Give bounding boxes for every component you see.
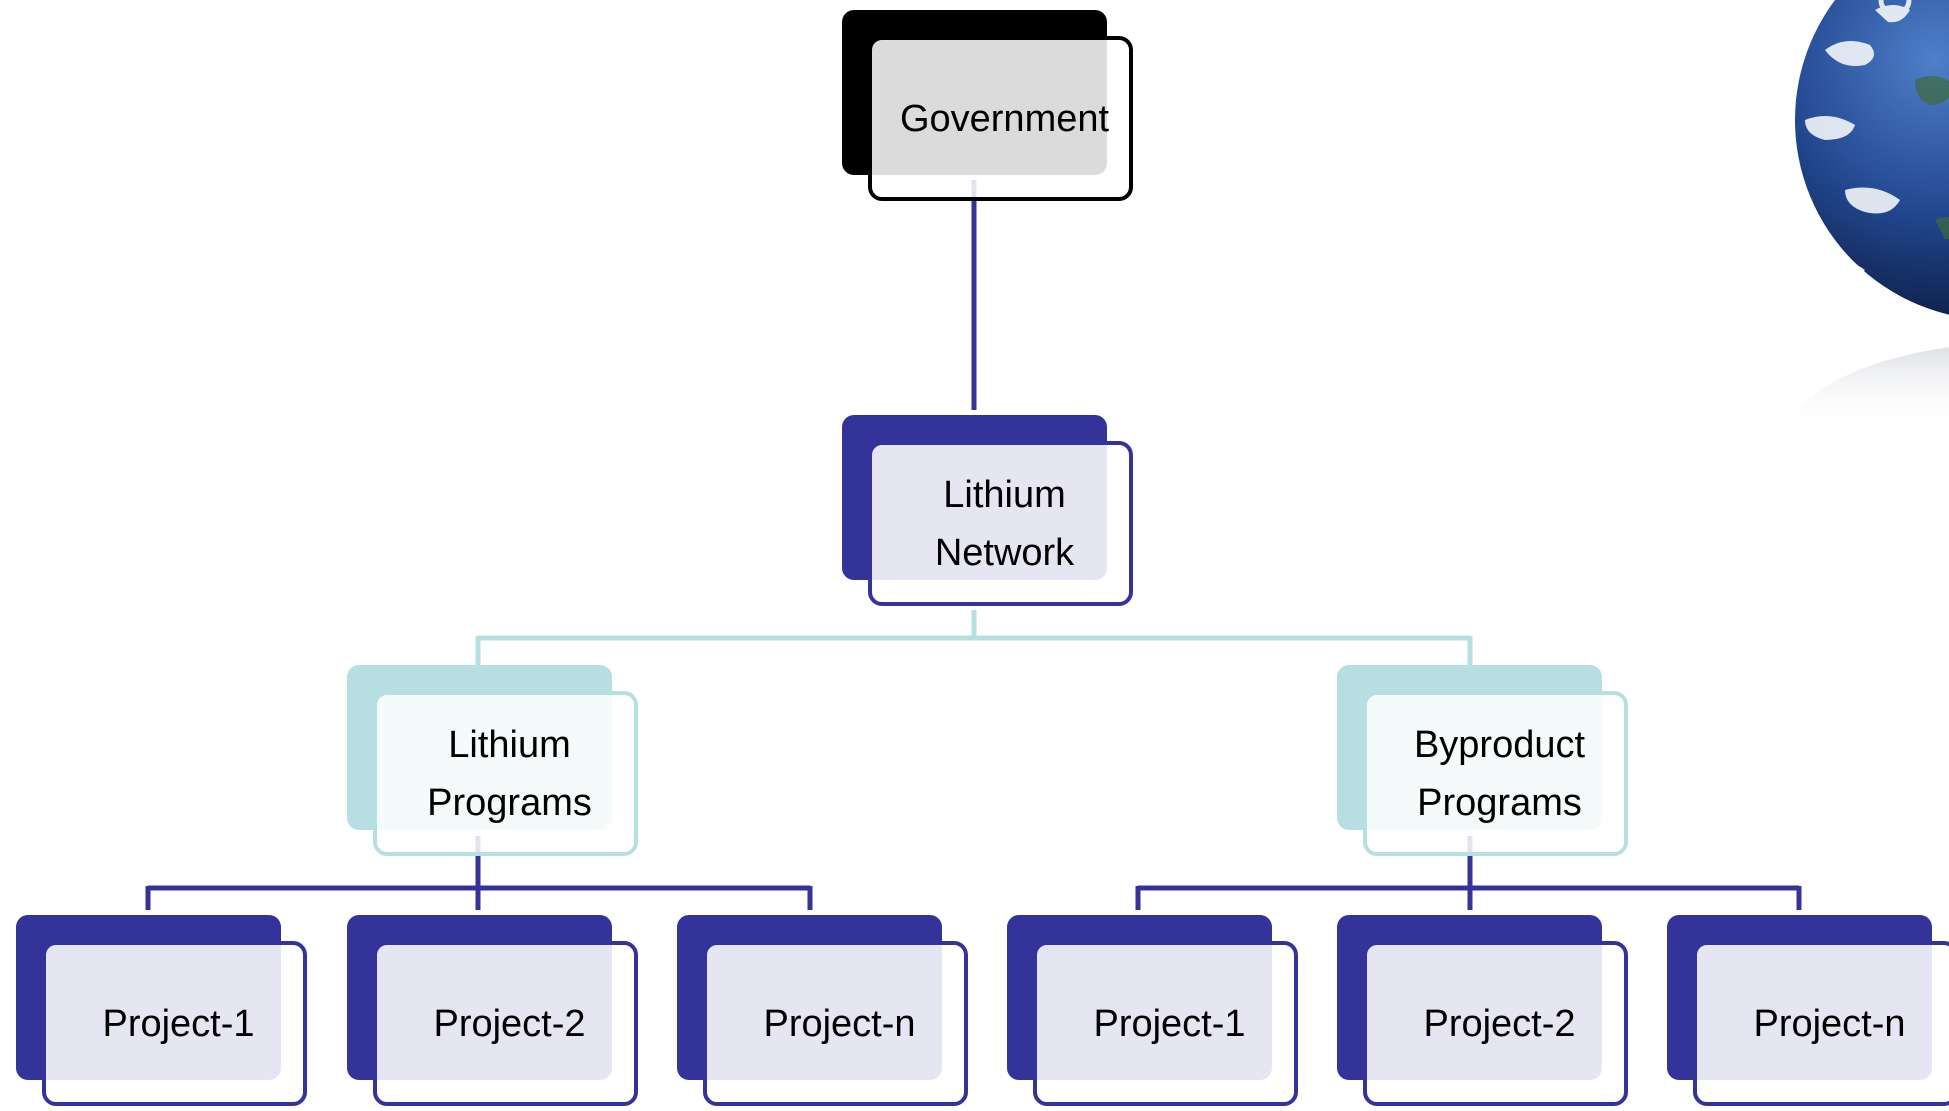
- node-box: Byproduct Programs: [1363, 691, 1628, 856]
- node-box: Project-n: [1693, 941, 1949, 1106]
- node-box: Project-n: [703, 941, 968, 1106]
- node-label: Project-1: [102, 1002, 255, 1045]
- node-label: Project-n: [763, 1002, 916, 1045]
- earth-globe-image: [1790, 0, 1949, 420]
- node-label: Project-2: [433, 1002, 586, 1045]
- node-label: Project-2: [1423, 1002, 1576, 1045]
- connector-network-programs: [475, 610, 1473, 668]
- node-label: Byproduct Programs: [1413, 723, 1586, 824]
- node-box: Project-2: [1363, 941, 1628, 1106]
- node-label: Project-1: [1093, 1002, 1246, 1045]
- node-label: Lithium Programs: [427, 723, 592, 824]
- node-label: Government: [899, 97, 1110, 140]
- node-box: Project-1: [42, 941, 307, 1106]
- node-label: Lithium Network: [934, 473, 1075, 574]
- node-label: Project-n: [1753, 1002, 1906, 1045]
- node-box: Lithium Network: [868, 441, 1133, 606]
- node-box: Project-1: [1033, 941, 1298, 1106]
- node-box: Project-2: [373, 941, 638, 1106]
- node-box: Lithium Programs: [373, 691, 638, 856]
- node-box: Government: [868, 36, 1133, 201]
